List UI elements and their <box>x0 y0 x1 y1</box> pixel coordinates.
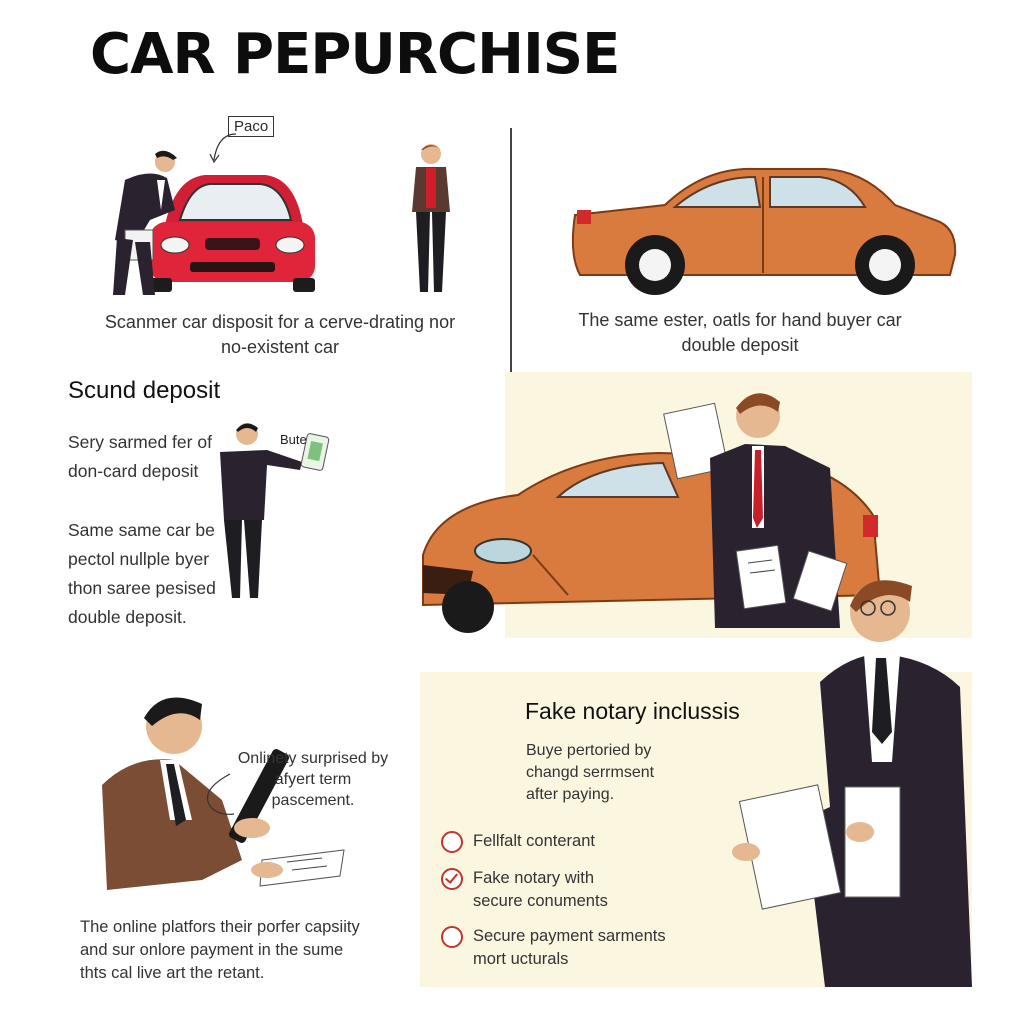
notary-figure-icon <box>732 580 972 987</box>
scammer-figure-icon <box>113 150 177 295</box>
checklist-item-text: Fake notary with secure conuments <box>473 867 608 913</box>
mid-left-para2: Same same car be pectol nullple byer tho… <box>68 516 216 632</box>
top-left-caption-line2: no-existent car <box>220 337 340 357</box>
checklist-item: Fake notary with secure conuments <box>441 867 701 913</box>
checklist-item-text: Fellfalt conterant <box>473 830 595 853</box>
orange-car-icon <box>571 167 957 295</box>
checklist-item: Fellfalt conterant <box>441 830 701 853</box>
bottom-right-desc: Buye pertoried by changd serrmsent after… <box>526 740 654 806</box>
bottom-left-caption: The online platfors their porfer capsiit… <box>80 916 360 985</box>
checklist-item-line: secure conuments <box>473 892 608 910</box>
bottom-left-caption-line: thts cal live art the retant. <box>80 964 265 982</box>
checklist: Fellfalt conterant Fake notary with secu… <box>441 830 701 971</box>
bottom-left-callout-line: Onlinety surprised by <box>237 750 389 767</box>
bottom-right-desc-line: Buye pertoried by <box>526 742 652 759</box>
buyer-with-document-icon <box>663 393 848 628</box>
phone-user-figure-icon <box>220 423 330 598</box>
checklist-item: Secure payment sarments mort ucturals <box>441 925 701 971</box>
mid-left-para1-line: Sery sarmed fer of <box>68 432 212 452</box>
mid-left-para1-line: don-card deposit <box>68 461 199 481</box>
callout-arrow-icon <box>209 133 237 164</box>
top-left-caption: Scanmer car disposit for a cerve-drating… <box>60 310 500 360</box>
bottom-left-callout-line: pascement. <box>271 792 355 809</box>
mid-left-heading: Scund deposit <box>68 377 221 404</box>
buyer-figure-icon <box>412 144 450 292</box>
top-right-caption-line2: double deposit <box>681 335 799 355</box>
top-right-caption: The same ester, oatls for hand buyer car… <box>540 308 940 358</box>
callout-squiggle-icon <box>206 773 235 815</box>
callout-paco: Paco <box>228 116 275 137</box>
page-title: CAR PEPURCHISE <box>90 22 620 87</box>
bottom-left-callout-line: afyert term <box>274 771 352 788</box>
bottom-right-desc-line: after paying. <box>526 786 615 803</box>
scene-red-car: Paco Scanmer car disposit for a cerve-dr <box>90 110 490 357</box>
checklist-item-line: mort ucturals <box>473 950 569 968</box>
section-divider <box>510 128 512 520</box>
checklist-item-line: Secure payment sarments <box>473 927 666 945</box>
circle-icon <box>441 831 463 853</box>
checklist-item-line: Fellfalt conterant <box>473 832 595 850</box>
mid-left-para2-line: pectol nullple byer <box>68 549 210 569</box>
circle-icon <box>441 926 463 948</box>
bottom-right-heading: Fake notary inclussis <box>525 698 740 724</box>
mid-left-para2-line: Same same car be <box>68 520 215 540</box>
bottom-right-desc-line: changd serrmsent <box>526 764 655 781</box>
bottom-left-callout: Onlinety surprised by afyert term pascem… <box>218 748 408 811</box>
checked-circle-icon <box>441 868 463 890</box>
mid-left-para1: Sery sarmed fer of don-card deposit <box>68 428 212 486</box>
bottom-left-caption-line: The online platfors their porfer capsiit… <box>80 918 360 936</box>
red-car-icon <box>150 175 315 292</box>
callout-bute: Bute <box>280 432 307 447</box>
checklist-item-text: Secure payment sarments mort ucturals <box>473 925 666 971</box>
bottom-left-caption-line: and sur onlore payment in the sume <box>80 941 344 959</box>
checklist-item-line: Fake notary with <box>473 869 595 887</box>
mid-left-para2-line: thon saree pesised <box>68 578 216 598</box>
top-right-caption-line1: The same ester, oatls for hand buyer car <box>578 310 902 330</box>
mid-left-para2-line: double deposit. <box>68 607 187 627</box>
online-buyer-figure-icon <box>102 697 345 890</box>
top-left-caption-line1: Scanmer car disposit for a cerve-drating… <box>104 312 456 332</box>
